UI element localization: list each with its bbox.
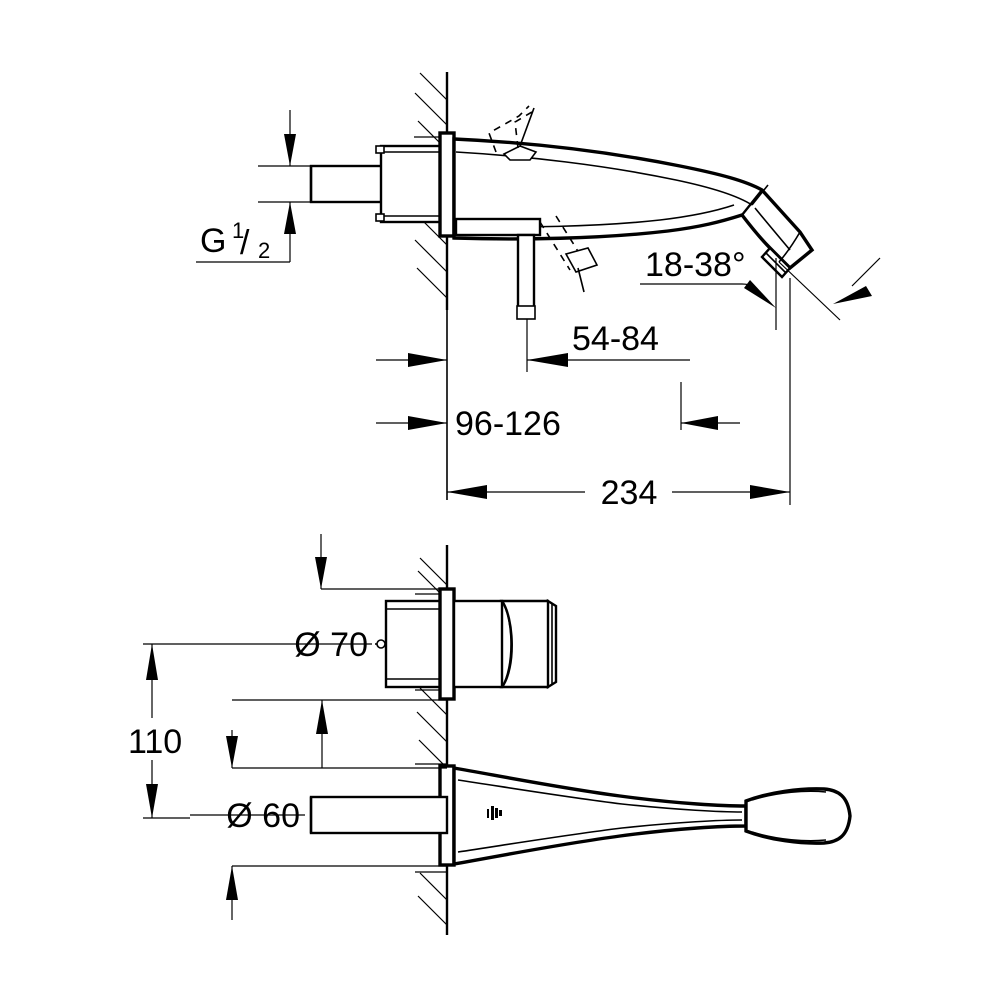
label-thread-slash: / — [240, 224, 250, 262]
label-thread-g: G — [200, 222, 226, 260]
label-96-126: 96-126 — [455, 405, 561, 443]
dimension-diameter-70: Ø 70 — [250, 626, 372, 664]
label-110: 110 — [128, 723, 182, 761]
dimension-bottom-marker — [226, 865, 447, 920]
label-thread-numerator: 1 — [232, 218, 244, 243]
dimension-54-84: 54-84 — [526, 319, 690, 372]
dimension-wall-marker-upper — [376, 353, 447, 367]
cartridge-pin-top — [454, 217, 542, 320]
brand-mark-bottom — [487, 806, 502, 820]
dimension-234: 234 — [447, 278, 791, 512]
dimension-110: 110 — [128, 643, 250, 819]
dimension-96-126: 96-126 — [376, 382, 740, 443]
label-diameter-70: Ø 70 — [294, 626, 368, 664]
bottom-front-elevation-view: Ø 70 Ø 60 110 — [128, 534, 852, 935]
label-diameter-60: Ø 60 — [226, 797, 300, 835]
escutcheon-plate-top — [438, 131, 456, 238]
top-side-elevation-view: G 1 / 2 18-38° — [196, 72, 881, 512]
spout-front-bottom — [309, 764, 852, 867]
spout-body-top — [452, 137, 815, 279]
dimension-outlet-angle: 18-38° — [640, 246, 881, 330]
label-thread-denominator: 2 — [258, 238, 270, 263]
label-54-84: 54-84 — [572, 320, 659, 358]
dimension-handle-top-marker — [315, 534, 447, 590]
label-outlet-angle: 18-38° — [645, 246, 746, 284]
handle-assembly-bottom — [375, 587, 558, 701]
dimension-inner-marker-lower — [316, 700, 328, 768]
screw-symbol-top — [539, 215, 599, 293]
dimension-diameter-60: Ø 60 — [190, 797, 305, 835]
label-234: 234 — [601, 474, 658, 512]
aerator-key-symbol-top — [488, 105, 538, 161]
dimension-thread-g12: G 1 / 2 — [196, 110, 311, 263]
concealed-body-top — [375, 144, 449, 224]
dimension-inner-marker-upper — [226, 699, 447, 769]
